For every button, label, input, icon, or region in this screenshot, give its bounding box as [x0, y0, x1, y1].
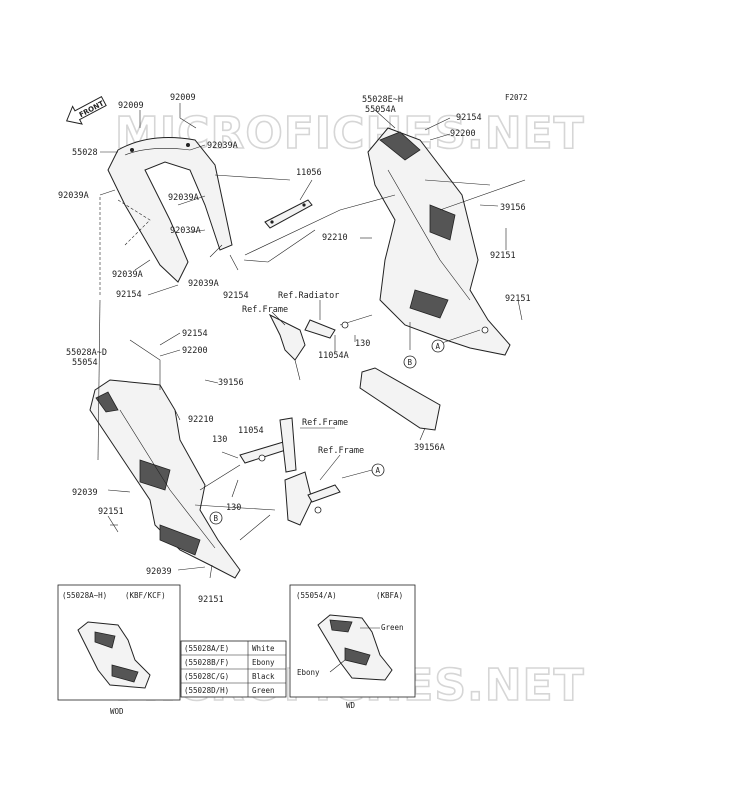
inset-left-header-left: (55028A~H)	[62, 591, 107, 600]
label-92200-1: 92200	[450, 129, 476, 139]
bracket-11056	[264, 199, 313, 229]
svg-text:B: B	[214, 514, 219, 523]
figure-code: F2072	[505, 93, 528, 102]
label-ref-frame-2: Ref.Frame	[302, 418, 348, 428]
color-table-code: (55028A/E)	[184, 644, 229, 653]
callout-a-1: A	[431, 339, 445, 353]
side-cowl-left	[89, 379, 241, 579]
label-ref-frame-3: Ref.Frame	[318, 446, 364, 456]
label-ref-frame-1: Ref.Frame	[242, 305, 288, 315]
pad-39156A	[359, 367, 441, 431]
label-92151-2: 92151	[505, 294, 531, 304]
inset-right-footer: WD	[346, 701, 356, 710]
label-92154-2: 92154	[456, 113, 482, 123]
label-11056: 11056	[296, 168, 322, 178]
label-92039A-1: 92039A	[207, 141, 238, 151]
svg-text:B: B	[408, 358, 413, 367]
label-55028: 55028	[72, 148, 98, 158]
label-92151-3: 92151	[98, 507, 124, 517]
svg-text:A: A	[436, 342, 441, 351]
inner-cowl-upper	[107, 137, 233, 283]
label-92151-1: 92151	[490, 251, 516, 261]
label-130-3: 130	[226, 503, 241, 513]
bracket-11054	[239, 417, 297, 473]
label-55028A-D: 55028A~D	[66, 348, 107, 358]
inset-right-header-right: (KBFA)	[376, 591, 403, 600]
label-92009-b: 92009	[170, 93, 196, 103]
label-130-1: 130	[355, 339, 370, 349]
color-table-color: Black	[252, 672, 275, 681]
callout-b-2: B	[209, 511, 223, 525]
color-table-code: (55028D/H)	[184, 686, 229, 695]
label-92154-1: 92154	[116, 290, 142, 300]
inset-right-header-left: (55054/A)	[296, 591, 337, 600]
inset-right-ebony: Ebony	[297, 668, 320, 677]
color-table-color: Green	[252, 686, 275, 695]
bracket-lower-frame	[284, 471, 341, 526]
label-92039: 92039	[72, 488, 98, 498]
label-92154-3: 92154	[182, 329, 208, 339]
label-55054A: 55054A	[365, 105, 396, 115]
label-92039A-3: 92039A	[168, 193, 199, 203]
callout-a-2: A	[371, 463, 385, 477]
front-arrow-icon: FRONT	[66, 96, 107, 125]
side-cowl-right	[367, 127, 511, 356]
label-92039-b: 92039	[146, 567, 172, 577]
color-table-color: Ebony	[252, 658, 275, 667]
label-39156A: 39156A	[414, 443, 445, 453]
color-table-color: White	[252, 644, 275, 653]
label-92210-2: 92210	[188, 415, 214, 425]
label-92210-1: 92210	[322, 233, 348, 243]
inset-left-header-right: (KBF/KCF)	[125, 591, 166, 600]
inset-right: (55054/A) (KBFA) Green Ebony WD	[289, 584, 416, 710]
label-55054: 55054	[72, 358, 98, 368]
color-table: (55028A/E) White (55028B/F) Ebony (55028C/G)…	[180, 640, 287, 698]
bracket-11054A	[268, 313, 373, 381]
label-130-2: 130	[212, 435, 227, 445]
label-55028E-H: 55028E~H	[362, 95, 403, 105]
label-92039A-4: 92039A	[170, 226, 201, 236]
label-92200-2: 92200	[182, 346, 208, 356]
inset-right-green: Green	[381, 623, 404, 632]
color-table-code: (55028C/G)	[184, 672, 229, 681]
label-11054: 11054	[238, 426, 264, 436]
label-11054A: 11054A	[318, 351, 349, 361]
label-92039A-5: 92039A	[112, 270, 143, 280]
label-92039A-2: 92039A	[58, 191, 89, 201]
inset-left: (55028A~H) (KBF/KCF) WOD	[57, 584, 181, 716]
label-92009-a: 92009	[118, 101, 144, 111]
label-92154-1b: 92154	[223, 291, 249, 301]
svg-text:A: A	[376, 466, 381, 475]
callout-b-1: B	[403, 355, 417, 369]
label-ref-radiator: Ref.Radiator	[278, 291, 339, 301]
color-table-code: (55028B/F)	[184, 658, 229, 667]
label-92151-4: 92151	[198, 595, 224, 605]
label-92039A-6: 92039A	[188, 279, 219, 289]
inset-left-footer: WOD	[110, 707, 124, 716]
label-39156-1: 39156	[500, 203, 526, 213]
label-39156-2: 39156	[218, 378, 244, 388]
